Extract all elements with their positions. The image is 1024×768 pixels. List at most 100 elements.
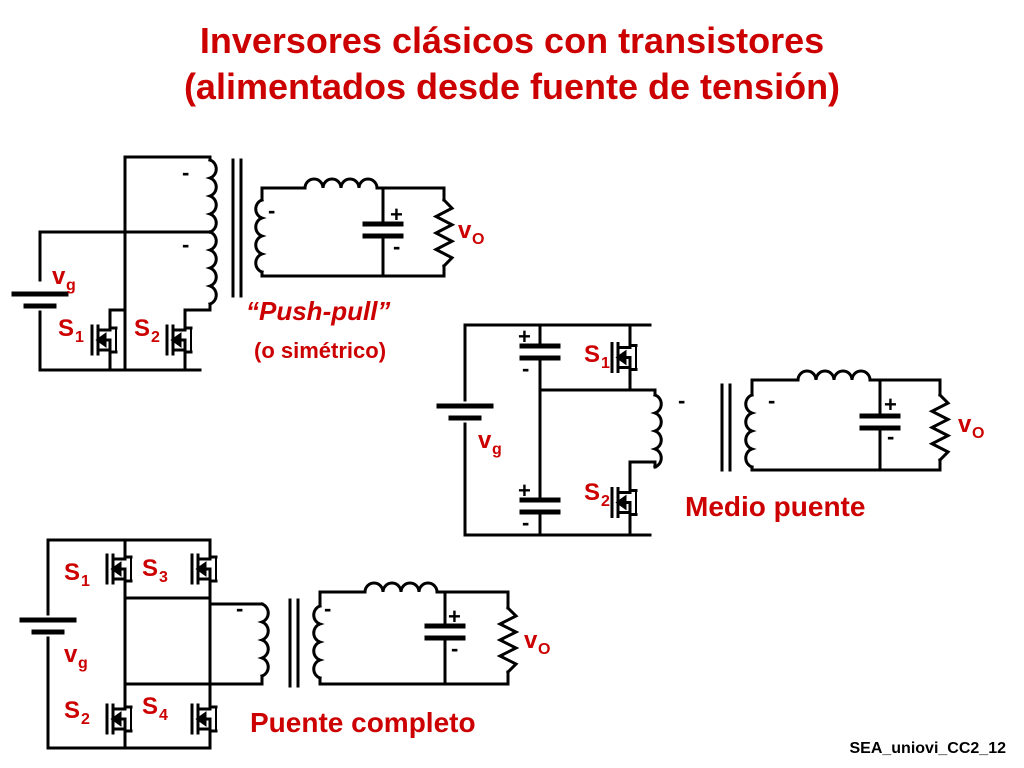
full-bridge-s1-subscript: 1 bbox=[81, 573, 90, 590]
wire bbox=[750, 458, 942, 472]
pp-secondary-coil bbox=[254, 198, 267, 274]
full-bridge-s1-label: S bbox=[64, 559, 80, 586]
slide-title-line-2: (alimentados desde fuente de tensión) bbox=[183, 66, 841, 107]
hb-s1-mosfet bbox=[616, 323, 632, 349]
half-bridge-labels: v g S 1 S 2 v O Medio puente + - + - - -… bbox=[478, 324, 984, 535]
pp-out-top bbox=[260, 186, 307, 202]
wire bbox=[628, 460, 657, 472]
hb-output-inductor bbox=[796, 369, 872, 382]
hb-s2-mosfet bbox=[616, 468, 632, 494]
push-pull-s2-label: S bbox=[134, 315, 150, 342]
half-bridge-cap-minus: - bbox=[887, 424, 894, 449]
half-bridge-dot-secondary: - bbox=[768, 388, 775, 413]
half-bridge-cap1-minus: - bbox=[522, 356, 529, 381]
push-pull-s1-subscript: 1 bbox=[75, 329, 84, 346]
hb-s2-mosfet bbox=[616, 511, 632, 537]
half-bridge-source-label: v bbox=[478, 427, 492, 454]
hb-load-resistor bbox=[928, 392, 952, 463]
push-pull-s1-label: S bbox=[58, 315, 74, 342]
push-pull-s2-subscript: 2 bbox=[151, 329, 160, 346]
half-bridge-dot-primary: - bbox=[678, 388, 685, 413]
full-bridge-s3-label: S bbox=[142, 555, 158, 582]
hb-primary-coil bbox=[650, 393, 663, 469]
wire bbox=[318, 670, 510, 686]
half-bridge-cap2-minus: - bbox=[522, 510, 529, 535]
half-bridge-cap2-plus: + bbox=[518, 478, 531, 503]
push-pull-cap-plus: + bbox=[390, 202, 403, 227]
push-pull-labels: v g S 1 S 2 v O “Push-pull” (o simétrico… bbox=[52, 160, 484, 363]
push-pull-source-subscript: g bbox=[66, 277, 76, 294]
wire bbox=[628, 388, 657, 397]
fb-secondary-coil bbox=[312, 604, 325, 680]
fb-s2-mosfet bbox=[111, 727, 127, 750]
wire bbox=[750, 378, 800, 397]
half-bridge-s2-subscript: 2 bbox=[601, 493, 610, 510]
push-pull-dot-primary-top: - bbox=[182, 160, 189, 185]
wire bbox=[435, 590, 510, 610]
fb-s2-mosfet bbox=[111, 688, 127, 711]
fb-s4-mosfet bbox=[196, 688, 212, 711]
pp-s2-mosfet bbox=[171, 348, 187, 372]
fb-output-inductor bbox=[363, 581, 439, 594]
push-pull-output-label: v bbox=[458, 217, 472, 244]
half-bridge-s1-label: S bbox=[584, 341, 600, 368]
pp-s2-mosfet-arrow bbox=[170, 332, 182, 348]
full-bridge-s2-label: S bbox=[64, 697, 80, 724]
full-bridge-dot-secondary: - bbox=[324, 596, 331, 621]
fb-s3-mosfet bbox=[196, 538, 212, 561]
half-bridge-output-label: v bbox=[958, 411, 972, 438]
full-bridge-output-subscript: O bbox=[538, 641, 550, 658]
pp-s2-mosfet bbox=[171, 308, 187, 332]
pp-primary-bottom-coil bbox=[205, 230, 218, 306]
full-bridge-s4-subscript: 4 bbox=[159, 707, 168, 724]
pp-s1-mosfet bbox=[96, 308, 112, 332]
pp-primary-top-coil bbox=[205, 158, 218, 234]
circuit-wires bbox=[11, 155, 952, 750]
hb-s1-mosfet bbox=[616, 366, 632, 392]
push-pull-title: “Push-pull” bbox=[246, 296, 390, 326]
full-bridge-output-label: v bbox=[524, 627, 538, 654]
pp-load-resistor bbox=[432, 197, 456, 269]
push-pull-output-subscript: O bbox=[472, 231, 484, 248]
push-pull-dot-secondary: - bbox=[268, 198, 275, 223]
fb-s1-mosfet-arrow bbox=[110, 561, 122, 577]
full-bridge-s3-subscript: 3 bbox=[159, 569, 168, 586]
full-bridge-s2-subscript: 2 bbox=[81, 711, 90, 728]
fb-primary-coil bbox=[257, 602, 270, 678]
pp-s1-mosfet-arrow bbox=[95, 332, 107, 348]
slide-footer: SEA_uniovi_CC2_12 bbox=[849, 740, 1006, 757]
fb-s4-mosfet-arrow bbox=[195, 711, 207, 727]
fb-s1-mosfet bbox=[111, 577, 127, 600]
pp-s1-mosfet bbox=[96, 348, 112, 372]
wire bbox=[318, 590, 367, 608]
full-bridge-source-subscript: g bbox=[78, 655, 88, 672]
half-bridge-title: Medio puente bbox=[685, 491, 865, 522]
fb-s4-mosfet bbox=[196, 727, 212, 750]
wire bbox=[868, 378, 942, 397]
full-bridge-s4-label: S bbox=[142, 693, 158, 720]
hb-s1-mosfet-arrow bbox=[615, 349, 627, 366]
full-bridge-title: Puente completo bbox=[250, 707, 476, 738]
half-bridge-source-subscript: g bbox=[492, 441, 502, 458]
pp-drain-s2 bbox=[183, 302, 212, 312]
full-bridge-labels: v g S 1 S 3 S 2 S 4 v O Puente completo … bbox=[64, 555, 550, 738]
fb-s1-mosfet bbox=[111, 538, 127, 561]
push-pull-subtitle: (o simétrico) bbox=[254, 338, 386, 363]
half-bridge-output-subscript: O bbox=[972, 425, 984, 442]
fb-s2-mosfet-arrow bbox=[110, 711, 122, 727]
half-bridge-cap-plus: + bbox=[884, 392, 897, 417]
full-bridge-dot-primary: - bbox=[236, 596, 243, 621]
full-bridge-source-label: v bbox=[64, 641, 78, 668]
pp-out-rail bbox=[375, 186, 446, 202]
fb-s3-mosfet bbox=[196, 577, 212, 600]
push-pull-cap-minus: - bbox=[393, 234, 400, 259]
hb-secondary-coil bbox=[744, 393, 757, 469]
half-bridge-cap1-plus: + bbox=[518, 324, 531, 349]
fb-s3-mosfet-arrow bbox=[195, 561, 207, 577]
fb-bridge-b bbox=[123, 674, 264, 686]
half-bridge-s1-subscript: 1 bbox=[601, 355, 610, 372]
pp-out-bottom bbox=[260, 264, 446, 278]
pp-output-inductor bbox=[303, 177, 379, 190]
fb-load-resistor bbox=[496, 605, 520, 675]
